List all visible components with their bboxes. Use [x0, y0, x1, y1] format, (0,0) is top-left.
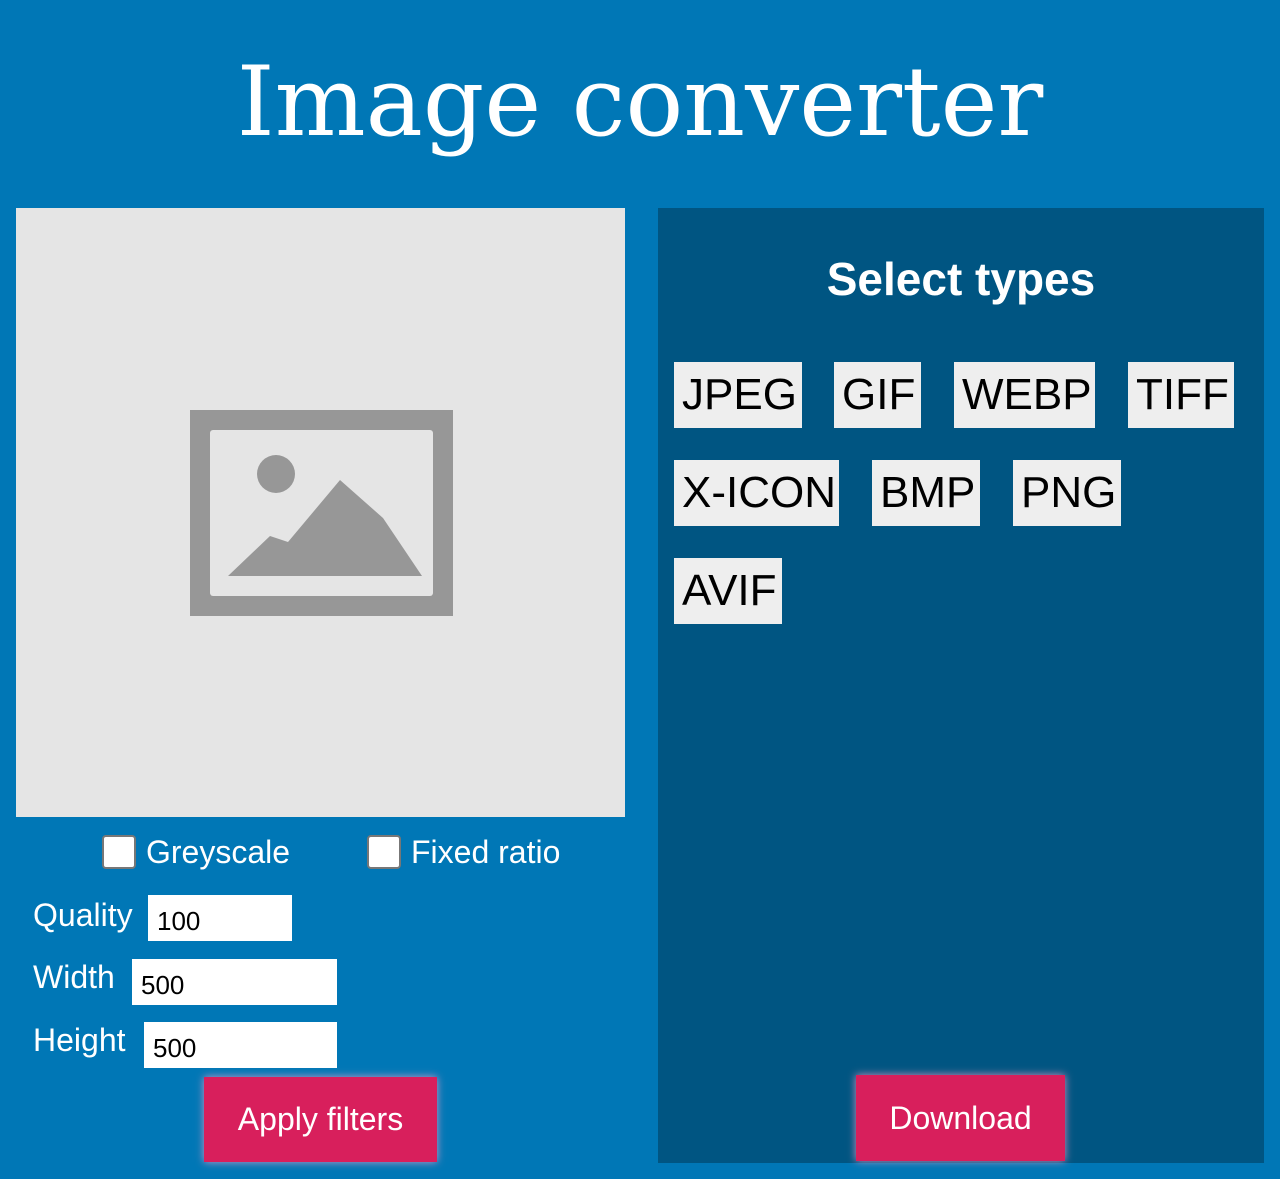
fixed-ratio-label: Fixed ratio: [411, 833, 561, 870]
quality-input[interactable]: 100: [148, 895, 292, 941]
types-panel: Select types JPEG GIF WEBP TIFF X-ICON B…: [658, 208, 1264, 1163]
image-placeholder-icon: [190, 410, 453, 616]
type-button-tiff[interactable]: TIFF: [1128, 362, 1234, 428]
type-button-png[interactable]: PNG: [1013, 460, 1121, 526]
width-input[interactable]: 500: [132, 959, 337, 1005]
type-button-bmp[interactable]: BMP: [872, 460, 980, 526]
greyscale-checkbox[interactable]: [102, 835, 136, 869]
page-title: Image converter: [236, 46, 1044, 158]
greyscale-option[interactable]: Greyscale: [102, 832, 290, 872]
image-preview[interactable]: [16, 208, 625, 817]
type-button-webp[interactable]: WEBP: [954, 362, 1095, 428]
quality-label: Quality: [33, 897, 133, 933]
types-heading: Select types: [826, 253, 1096, 305]
greyscale-label: Greyscale: [146, 833, 291, 870]
width-label: Width: [33, 959, 115, 995]
type-button-avif[interactable]: AVIF: [674, 558, 782, 624]
type-button-x-icon[interactable]: X-ICON: [674, 460, 839, 526]
type-button-gif[interactable]: GIF: [834, 362, 921, 428]
apply-filters-button[interactable]: Apply filters: [204, 1077, 437, 1162]
height-input[interactable]: 500: [144, 1022, 337, 1068]
fixed-ratio-option[interactable]: Fixed ratio: [367, 832, 560, 872]
fixed-ratio-checkbox[interactable]: [367, 835, 401, 869]
type-button-jpeg[interactable]: JPEG: [674, 362, 802, 428]
height-label: Height: [33, 1022, 126, 1058]
download-button[interactable]: Download: [856, 1075, 1065, 1161]
